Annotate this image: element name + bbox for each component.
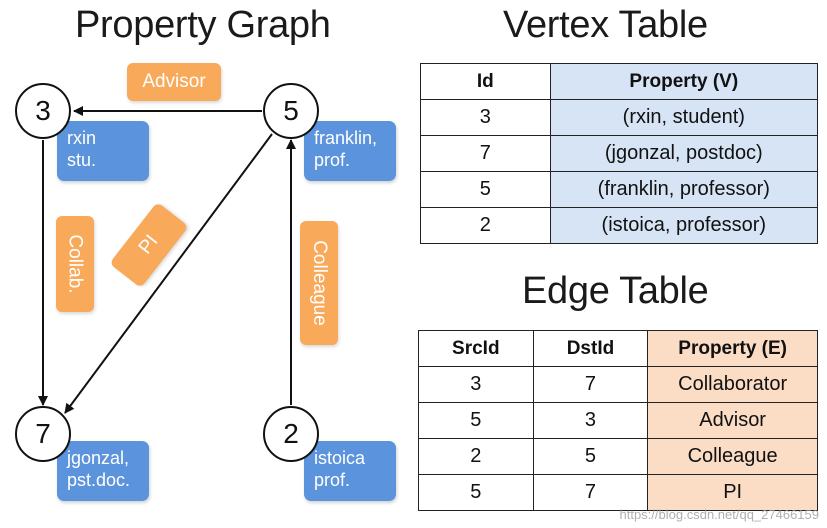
vertex-id-cell: 5 xyxy=(420,171,551,208)
edge-label-pi-text: PI xyxy=(134,231,163,259)
vertex-property-cell: (istoica, professor) xyxy=(549,207,819,244)
table-row: 5 (franklin, professor) xyxy=(420,171,819,208)
edge-label-colleague-text: Colleague xyxy=(309,240,331,326)
edge-property-cell: Advisor xyxy=(647,402,818,439)
edge-label-colleague: Colleague xyxy=(300,221,338,345)
vertex-5-node: 5 xyxy=(263,83,319,139)
vertex-3-node: 3 xyxy=(15,83,71,139)
table-row: 3 7 Collaborator xyxy=(418,366,818,403)
table-row: 2 (istoica, professor) xyxy=(420,207,819,244)
edge-table: SrcId DstId Property (E) 3 7 Collaborato… xyxy=(418,330,818,511)
edge-dst-cell: 7 xyxy=(532,474,649,511)
edge-table-header: SrcId DstId Property (E) xyxy=(418,330,818,367)
edge-property-cell: Collaborator xyxy=(647,366,818,403)
edge-table-header-property: Property (E) xyxy=(647,330,818,367)
vertex-table: Id Property (V) 3 (rxin, student) 7 (jgo… xyxy=(420,63,819,244)
edge-src-cell: 2 xyxy=(418,438,534,475)
table-row: 2 5 Colleague xyxy=(418,438,818,475)
edge-src-cell: 5 xyxy=(418,474,534,511)
edge-src-cell: 5 xyxy=(418,402,534,439)
edge-label-collab-text: Collab. xyxy=(65,234,86,294)
table-row: 5 3 Advisor xyxy=(418,402,818,439)
vertex-7-node: 7 xyxy=(15,406,71,462)
property-graph-title: Property Graph xyxy=(75,4,331,46)
table-row: 5 7 PI xyxy=(418,474,818,511)
edge-dst-cell: 3 xyxy=(532,402,649,439)
vertex-table-header-property: Property (V) xyxy=(549,63,819,100)
vertex-table-header-id: Id xyxy=(420,63,551,100)
edge-table-header-dstid: DstId xyxy=(532,330,649,367)
edge-dst-cell: 5 xyxy=(532,438,649,475)
edge-dst-cell: 7 xyxy=(532,366,649,403)
vertex-table-title: Vertex Table xyxy=(503,4,708,46)
vertex-property-cell: (jgonzal, postdoc) xyxy=(549,135,819,172)
vertex-id-cell: 7 xyxy=(420,135,551,172)
edge-property-cell: Colleague xyxy=(647,438,818,475)
vertex-property-cell: (rxin, student) xyxy=(549,99,819,136)
edge-table-title: Edge Table xyxy=(522,270,709,312)
vertex-7-property: jgonzal, pst.doc. xyxy=(57,441,149,501)
vertex-2-property: istoica prof. xyxy=(304,441,396,501)
vertex-5-property: franklin, prof. xyxy=(304,121,396,181)
vertex-id-cell: 3 xyxy=(420,99,551,136)
vertex-table-header: Id Property (V) xyxy=(420,63,819,100)
edge-arrow-pi xyxy=(64,133,273,414)
vertex-property-cell: (franklin, professor) xyxy=(549,171,819,208)
vertex-2-node: 2 xyxy=(263,406,319,462)
table-row: 7 (jgonzal, postdoc) xyxy=(420,135,819,172)
vertex-3-property: rxin stu. xyxy=(57,121,149,181)
edge-property-cell: PI xyxy=(647,474,818,511)
watermark: https://blog.csdn.net/qq_27466159 xyxy=(619,507,820,522)
edge-src-cell: 3 xyxy=(418,366,534,403)
edge-label-collab: Collab. xyxy=(56,216,94,312)
vertex-id-cell: 2 xyxy=(420,207,551,244)
table-row: 3 (rxin, student) xyxy=(420,99,819,136)
edge-table-header-srcid: SrcId xyxy=(418,330,534,367)
edge-label-advisor: Advisor xyxy=(127,63,221,101)
